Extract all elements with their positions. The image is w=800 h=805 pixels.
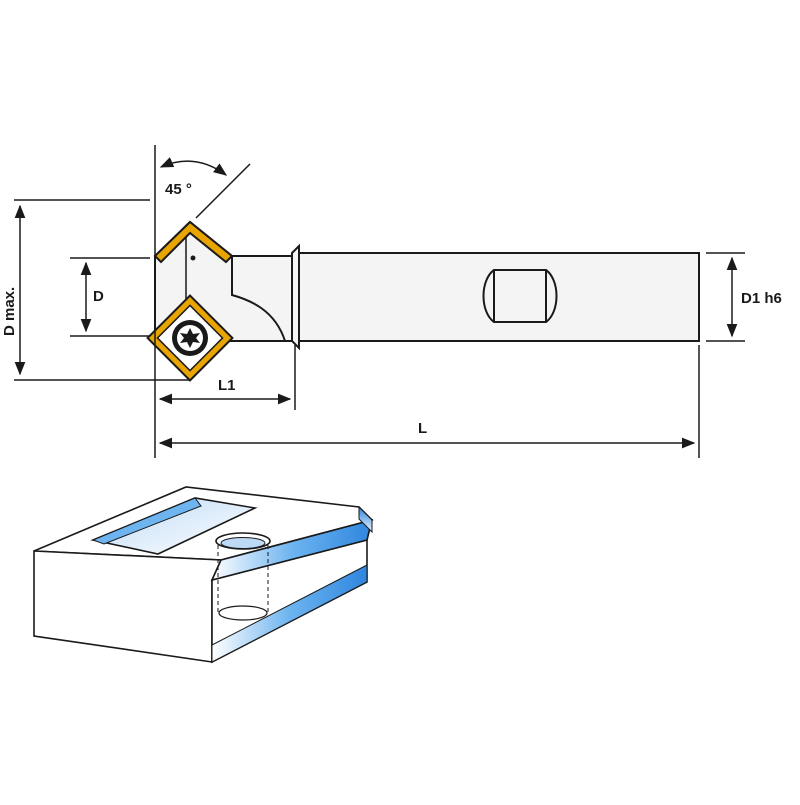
l-label: L — [418, 420, 427, 437]
cutter-tool — [146, 220, 700, 382]
bore-hole-bottom — [218, 605, 268, 621]
shank-collar — [291, 243, 300, 351]
d-label: D — [93, 288, 104, 305]
dmax-label: D max. — [1, 287, 18, 336]
block-front-face — [33, 550, 223, 663]
d1-label: D1 h6 — [741, 290, 782, 307]
workpiece-block — [33, 486, 374, 664]
l1-label: L1 — [218, 377, 236, 394]
angle-arc — [159, 157, 228, 176]
torx-screw-icon — [172, 320, 208, 356]
dimension-lines — [14, 145, 745, 458]
angle-label: 45 ° — [165, 181, 192, 198]
chamfer-strip — [210, 518, 374, 582]
